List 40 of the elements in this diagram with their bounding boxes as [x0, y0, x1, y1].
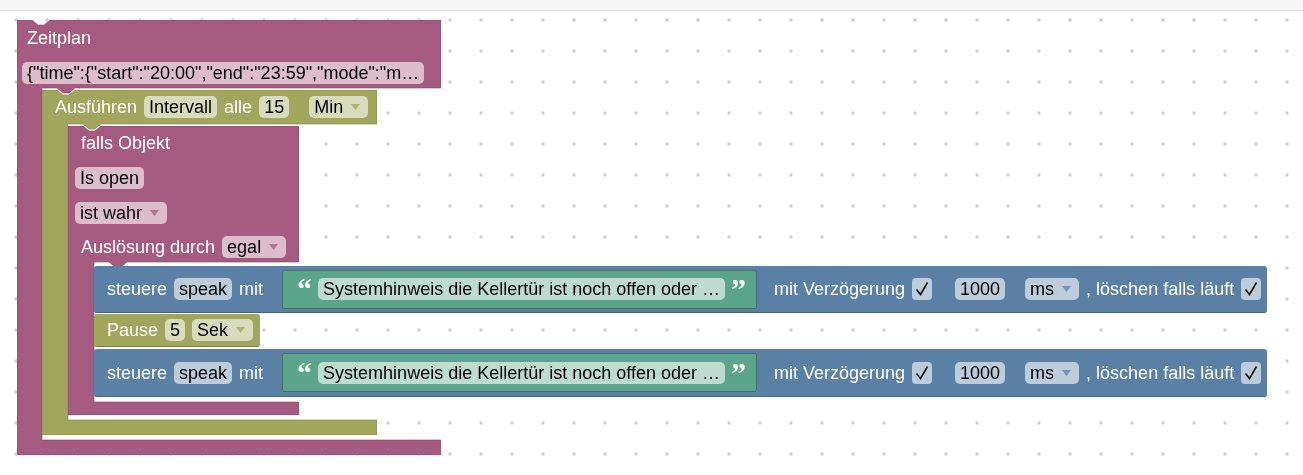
dropdown-field: ms: [1025, 361, 1080, 384]
input-field: Is open: [75, 166, 145, 189]
dropdown-field: Min: [309, 96, 369, 118]
input-field: 1000: [955, 361, 1006, 384]
block-label: mit Verzögerung: [773, 278, 906, 300]
command-block: [94, 314, 261, 347]
block-label: , löschen falls läuft: [1086, 278, 1235, 300]
block-label: Ausführen: [55, 96, 138, 118]
quote-mark: ”: [730, 278, 746, 300]
block-label: Auslösung durch: [81, 236, 216, 258]
block-label: , löschen falls läuft: [1086, 361, 1235, 384]
input-field: Systemhinweis die Kellertür ist noch offen oder …: [318, 361, 725, 384]
quote-mark: ”: [730, 361, 746, 384]
block-label: Pause: [107, 319, 159, 341]
text-value-block: [282, 353, 757, 392]
input-field: {"time":{"start":"20:00","end":"23:59","mode":"m…: [22, 61, 425, 84]
dropdown-field: egal: [222, 236, 287, 258]
block-label: Zeitplan: [27, 27, 92, 49]
dropdown-field: ist wahr: [75, 202, 167, 224]
input-field: speak: [174, 278, 233, 300]
input-field: Systemhinweis die Kellertür ist noch offen oder …: [318, 278, 725, 300]
block-label: alle: [224, 96, 253, 118]
command-block: [94, 266, 1268, 313]
block-label: steuere: [107, 278, 168, 300]
input-field: speak: [174, 361, 233, 384]
block-label: mit: [239, 361, 264, 384]
quote-mark: “: [297, 278, 313, 300]
input-field: Intervall: [144, 96, 218, 118]
text-value-block: [282, 269, 757, 309]
command-block: [94, 349, 1268, 397]
block-label: mit Verzögerung: [773, 361, 906, 384]
block-label: steuere: [107, 361, 168, 384]
block-label: falls Objekt: [81, 132, 171, 154]
block-label: mit: [239, 278, 264, 300]
input-field: 1000: [955, 278, 1006, 300]
quote-mark: “: [297, 361, 313, 384]
input-field: 15: [259, 96, 290, 118]
input-field: 5: [165, 319, 186, 341]
dropdown-field: Sek: [192, 319, 254, 341]
dropdown-field: ms: [1025, 278, 1080, 300]
